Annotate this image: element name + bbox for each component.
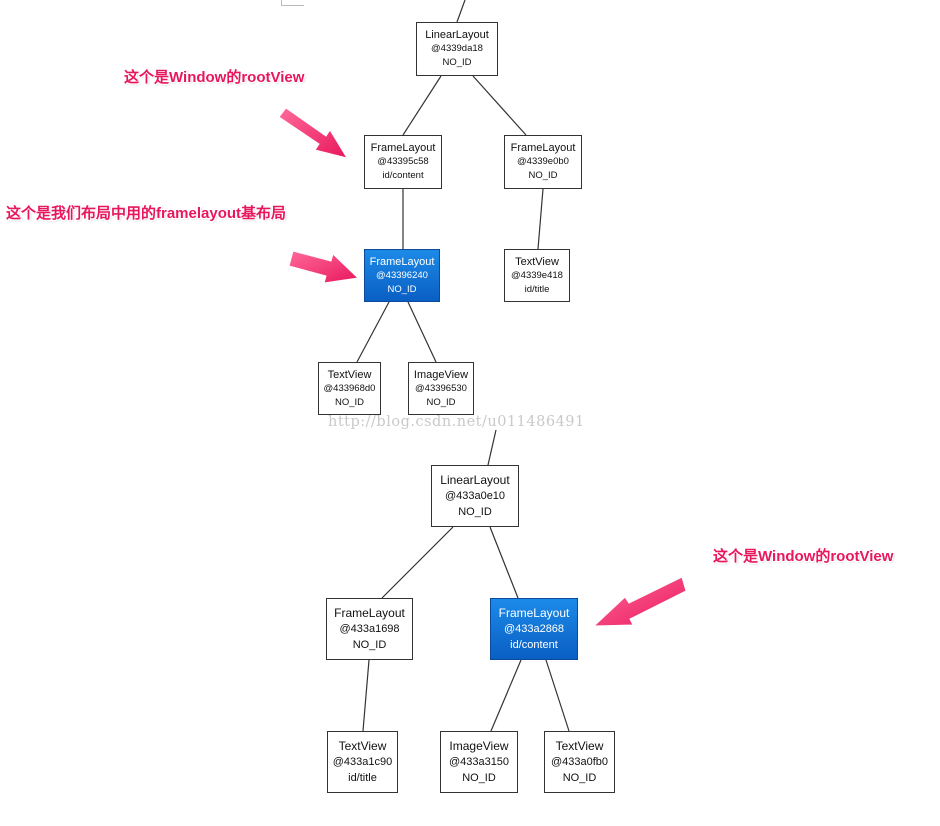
node-title: TextView <box>515 256 559 268</box>
top-base-framelayout-node[interactable]: FrameLayout @43396240 NO_ID <box>364 249 440 302</box>
node-id: NO_ID <box>442 57 472 68</box>
node-address: @43396240 <box>376 270 428 281</box>
annotation-top-rootview: 这个是Window的rootView <box>124 69 305 86</box>
edge-bottom-incoming <box>487 429 497 466</box>
edge-top-base-textview <box>356 301 390 363</box>
node-id: id/content <box>382 170 424 181</box>
arrow-bottom-rootview <box>592 576 687 627</box>
node-title: LinearLayout <box>440 473 510 487</box>
node-id: NO_ID <box>426 397 456 408</box>
node-id: id/title <box>524 284 550 295</box>
node-title: ImageView <box>413 369 469 381</box>
node-address: @433a3150 <box>448 756 510 768</box>
arrow-top-rootview <box>278 107 349 159</box>
edge-top-base-imageview <box>407 301 437 363</box>
node-id: NO_ID <box>562 772 597 784</box>
node-address: @433a2868 <box>503 623 565 635</box>
node-title: FrameLayout <box>370 142 436 154</box>
edge-bottom-root-content <box>489 526 519 599</box>
node-address: @433968d0 <box>323 383 376 394</box>
node-title: TextView <box>555 739 604 753</box>
bottom-title-framelayout-node[interactable]: FrameLayout @433a1698 NO_ID <box>326 598 413 660</box>
top-textview-node[interactable]: TextView @433968d0 NO_ID <box>318 362 381 415</box>
node-id: NO_ID <box>352 639 387 651</box>
node-id: NO_ID <box>462 772 496 784</box>
edge-bottom-root-titleframe <box>381 526 454 599</box>
node-address: @433a1698 <box>339 623 400 635</box>
blog-watermark: http://blog.csdn.net/u011486491 <box>328 414 585 430</box>
edge-top-incoming <box>456 0 466 23</box>
edge-bottom-content-textview <box>545 659 570 732</box>
edge-top-root-titleframe <box>472 75 527 136</box>
top-content-framelayout-node[interactable]: FrameLayout @43395c58 id/content <box>364 135 442 189</box>
node-title: ImageView <box>449 739 509 753</box>
arrow-top-framelayout <box>288 250 360 284</box>
node-address: @4339e418 <box>511 270 563 281</box>
frame-corner-mark <box>281 0 304 6</box>
edge-bottom-titleframe-titletext <box>362 659 370 732</box>
edge-top-root-content <box>402 75 442 136</box>
node-address: @4339e0b0 <box>517 156 569 167</box>
annotation-bottom-rootview: 这个是Window的rootView <box>713 548 894 565</box>
top-linearlayout-node[interactable]: LinearLayout @4339da18 NO_ID <box>416 22 498 76</box>
node-address: @433a1c90 <box>332 756 393 768</box>
top-imageview-node[interactable]: ImageView @43396530 NO_ID <box>408 362 474 415</box>
node-title: FrameLayout <box>334 606 405 620</box>
top-title-textview-node[interactable]: TextView @4339e418 id/title <box>504 249 570 302</box>
annotation-top-framelayout: 这个是我们布局中用的framelayout基布局 <box>6 205 287 222</box>
node-address: @433a0fb0 <box>550 756 609 768</box>
node-title: FrameLayout <box>498 606 570 620</box>
node-address: @43395c58 <box>377 156 429 167</box>
node-address: @43396530 <box>415 383 467 394</box>
top-title-framelayout-node[interactable]: FrameLayout @4339e0b0 NO_ID <box>504 135 582 189</box>
node-title: FrameLayout <box>510 142 576 154</box>
node-title: FrameLayout <box>369 256 435 268</box>
bottom-linearlayout-node[interactable]: LinearLayout @433a0e10 NO_ID <box>431 465 519 527</box>
node-id: id/title <box>348 772 377 784</box>
bottom-textview-node[interactable]: TextView @433a0fb0 NO_ID <box>544 731 615 793</box>
node-id: id/content <box>510 639 558 651</box>
node-title: TextView <box>338 739 387 753</box>
node-address: @433a0e10 <box>444 490 506 502</box>
bottom-content-framelayout-node[interactable]: FrameLayout @433a2868 id/content <box>490 598 578 660</box>
edge-top-titleframe-titletext <box>537 188 544 250</box>
edge-bottom-content-imageview <box>490 659 522 732</box>
node-id: NO_ID <box>528 170 558 181</box>
node-title: TextView <box>327 369 372 381</box>
node-id: NO_ID <box>334 397 365 408</box>
node-id: NO_ID <box>458 506 492 518</box>
bottom-title-textview-node[interactable]: TextView @433a1c90 id/title <box>327 731 398 793</box>
node-title: LinearLayout <box>425 29 489 41</box>
bottom-imageview-node[interactable]: ImageView @433a3150 NO_ID <box>440 731 518 793</box>
node-id: NO_ID <box>387 284 417 295</box>
node-address: @4339da18 <box>431 43 483 54</box>
